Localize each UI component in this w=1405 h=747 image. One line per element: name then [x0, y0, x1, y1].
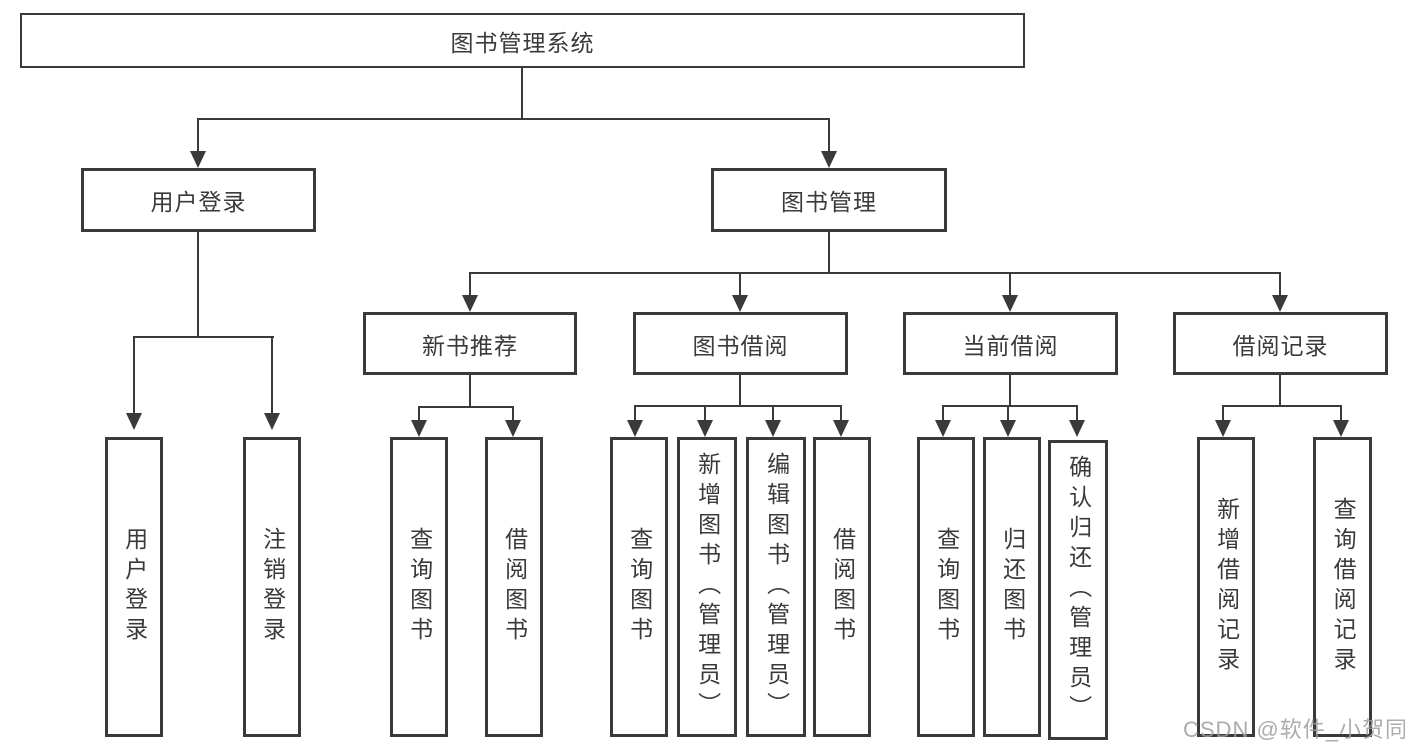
arrowhead-down-icon: [1000, 420, 1016, 437]
leaf-label: 借阅图书: [501, 527, 528, 647]
arrowhead-down-icon: [765, 420, 781, 437]
connector-user-login-stem: [197, 232, 199, 337]
connector-drop-borrow-record: [1279, 272, 1281, 296]
arrowhead-down-icon: [190, 151, 206, 168]
node-root-label: 图书管理系统: [450, 29, 595, 56]
arrowhead-down-icon: [697, 420, 713, 437]
node-user-login-label: 用户登录: [150, 189, 247, 215]
connector-drop-leaf: [1007, 405, 1009, 421]
arrowhead-down-icon: [411, 420, 427, 437]
leaf-label: 查询借阅记录: [1330, 497, 1357, 677]
arrowhead-down-icon: [935, 420, 951, 437]
node-new-book-recommend-label: 新书推荐: [422, 332, 518, 359]
connector-level3-bar: [469, 272, 1281, 274]
connector-drop-user-login: [197, 118, 199, 152]
leaf-label: 新增借阅记录: [1213, 497, 1240, 677]
arrowhead-down-icon: [505, 420, 521, 437]
leaf-borrow-books: 借阅图书: [813, 437, 871, 737]
connector-drop-leaf: [1340, 405, 1342, 421]
node-book-management-label: 图书管理: [781, 189, 877, 215]
arrowhead-down-icon: [1002, 295, 1018, 312]
connector-drop-leaf: [1222, 405, 1224, 421]
arrowhead-down-icon: [1333, 420, 1349, 437]
leaf-label: 查询图书: [933, 527, 960, 647]
connector-bar: [1222, 405, 1342, 407]
connector-bar: [418, 406, 514, 408]
connector-drop-leaf: [271, 336, 273, 414]
leaf-label: 归还图书: [999, 527, 1026, 647]
csdn-watermark: CSDN @软件_小贺同学: [1183, 717, 1405, 742]
connector-drop-leaf: [840, 405, 842, 421]
leaf-label: 查询图书: [406, 527, 433, 647]
leaf-logout: 注销登录: [243, 437, 301, 737]
connector-drop-book-borrow: [739, 272, 741, 296]
node-borrow-records: 借阅记录: [1173, 312, 1388, 375]
arrowhead-down-icon: [126, 413, 142, 430]
connector-drop-new-book: [469, 272, 471, 296]
node-user-login: 用户登录: [81, 168, 316, 232]
leaf-label: 借阅图书: [829, 527, 856, 647]
arrowhead-down-icon: [821, 151, 837, 168]
arrowhead-down-icon: [462, 295, 478, 312]
connector-drop-book-mgmt: [828, 118, 830, 152]
leaf-label: 注销登录: [259, 527, 286, 647]
node-root: 图书管理系统: [20, 13, 1025, 68]
leaf-edit-books-admin: 编辑图书（管理员）: [746, 437, 806, 737]
leaf-query-books-borrowing: 查询图书: [610, 437, 668, 737]
leaf-query-books-recommend: 查询图书: [390, 437, 448, 737]
node-new-book-recommend: 新书推荐: [363, 312, 577, 375]
node-current-borrowing: 当前借阅: [903, 312, 1118, 375]
leaf-return-books: 归还图书: [983, 437, 1041, 737]
leaf-query-books-current: 查询图书: [917, 437, 975, 737]
arrowhead-down-icon: [627, 420, 643, 437]
leaf-borrow-books-recommend: 借阅图书: [485, 437, 543, 737]
connector-book-mgmt-stem: [828, 232, 830, 274]
leaf-label: 新增图书（管理员）: [694, 452, 721, 722]
connector-bar: [634, 405, 842, 407]
leaf-add-borrow-record: 新增借阅记录: [1197, 437, 1255, 737]
arrowhead-down-icon: [1215, 420, 1231, 437]
leaf-add-books-admin: 新增图书（管理员）: [677, 437, 737, 737]
connector-drop-leaf: [772, 405, 774, 421]
node-book-borrowing: 图书借阅: [633, 312, 848, 375]
connector-user-login-bar: [133, 336, 274, 338]
arrowhead-down-icon: [1069, 420, 1085, 437]
connector-drop-leaf: [512, 406, 514, 421]
leaf-label: 编辑图书（管理员）: [763, 452, 790, 722]
leaf-label: 用户登录: [121, 527, 148, 647]
connector-stem: [469, 375, 471, 407]
leaf-confirm-return-admin: 确认归还（管理员）: [1048, 440, 1108, 740]
connector-drop-leaf: [704, 405, 706, 421]
connector-drop-leaf: [1076, 405, 1078, 421]
node-current-borrowing-label: 当前借阅: [962, 332, 1059, 359]
arrowhead-down-icon: [264, 413, 280, 430]
node-book-management: 图书管理: [711, 168, 947, 232]
arrowhead-down-icon: [833, 420, 849, 437]
connector-bar: [942, 405, 1078, 407]
arrowhead-down-icon: [732, 295, 748, 312]
connector-stem: [1009, 375, 1011, 406]
leaf-label: 查询图书: [626, 527, 653, 647]
arrowhead-down-icon: [1272, 295, 1288, 312]
connector-drop-current-borrow: [1009, 272, 1011, 296]
connector-stem: [739, 375, 741, 406]
leaf-query-borrow-record: 查询借阅记录: [1313, 437, 1372, 737]
connector-drop-leaf: [634, 405, 636, 421]
connector-drop-leaf: [418, 406, 420, 421]
connector-root-stem: [521, 68, 523, 118]
leaf-user-login: 用户登录: [105, 437, 163, 737]
node-book-borrowing-label: 图书借阅: [692, 332, 789, 359]
connector-drop-leaf: [133, 336, 135, 414]
node-borrow-records-label: 借阅记录: [1232, 332, 1329, 359]
connector-level2-bar: [197, 118, 830, 120]
leaf-label: 确认归还（管理员）: [1065, 455, 1092, 725]
connector-drop-leaf: [942, 405, 944, 421]
connector-stem: [1279, 375, 1281, 406]
